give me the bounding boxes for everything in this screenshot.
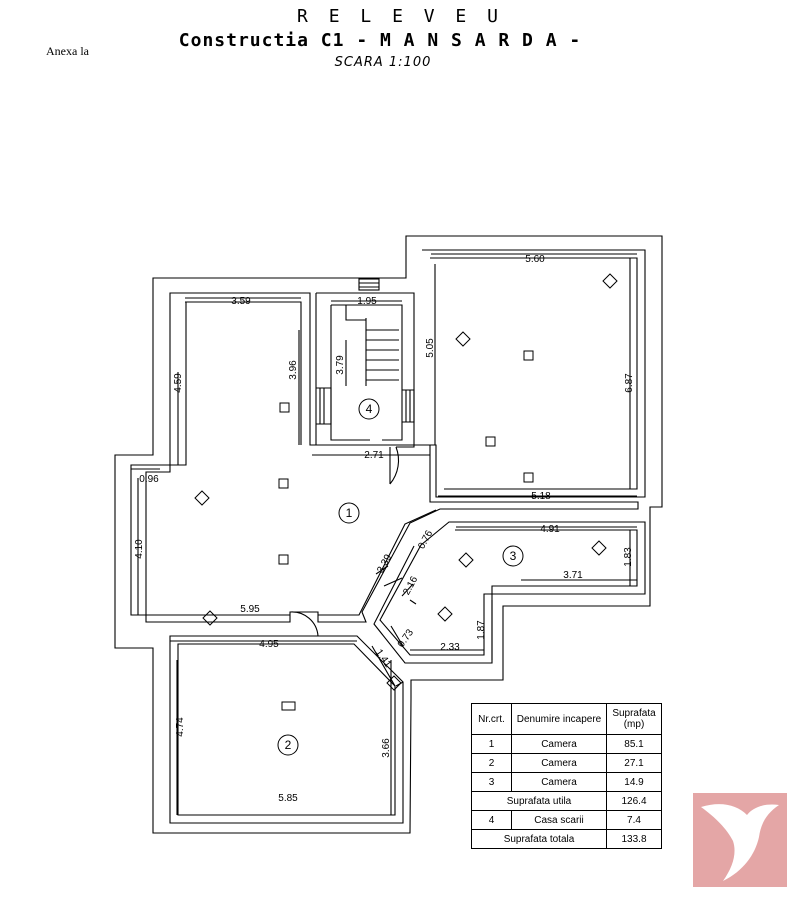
area-table: Nr.crt. Denumire incapere Suprafata (mp)… [471,703,662,849]
table-row: 3 Camera 14.9 [471,772,662,792]
table-cell: 3 [471,772,512,792]
dim-label: 5.05 [425,338,436,358]
dim-label: 2.71 [364,450,384,461]
table-header-cell: Denumire incapere [511,703,607,735]
dim-label: 0.96 [139,474,159,485]
table-cell: Camera [511,734,607,754]
table-row: Suprafata utila 126.4 [471,791,662,811]
dim-label: 3.39 [375,552,394,575]
dim-label: 4.74 [175,717,186,737]
room-3-wall [373,521,646,664]
table-header-cell: Nr.crt. [471,703,512,735]
dim-label: 4.95 [259,639,279,650]
dim-label: 3.96 [288,360,299,380]
room-3-label: 3 [510,549,517,563]
table-cell: Suprafata totala [471,829,607,849]
dim-label: 0.76 [416,528,435,551]
dim-label: 3.59 [231,296,251,307]
room-4-label: 4 [366,402,373,416]
dim-label: 2.16 [401,574,420,597]
dim-label: 3.79 [335,355,346,375]
table-cell: Camera [511,753,607,773]
table-cell: 2 [471,753,512,773]
table-cell: 1 [471,734,512,754]
dim-label: 4.59 [173,373,184,393]
dim-label: 2.33 [440,642,460,653]
table-cell: Suprafata utila [471,791,607,811]
dim-label: 5.60 [525,254,545,265]
table-cell: 14.9 [606,772,662,792]
table-header-row: Nr.crt. Denumire incapere Suprafata (mp) [471,703,662,735]
dim-label: 5.95 [240,604,260,615]
table-cell: 126.4 [606,791,662,811]
dim-label: 5.85 [278,793,298,804]
dim-label: 5.18 [531,491,551,502]
drawing-scale: SCARA 1:100 [334,55,432,70]
dim-label: 4.91 [540,524,560,535]
table-row: Suprafata totala 133.8 [471,829,662,849]
table-cell: 27.1 [606,753,662,773]
annex-label: Anexa la [46,44,89,58]
table-cell: 85.1 [606,734,662,754]
table-row: 4 Casa scarii 7.4 [471,810,662,830]
table-cell: 7.4 [606,810,662,830]
dim-label: 0.73 [396,627,416,650]
dim-label: 3.66 [381,738,392,758]
drawing-title: R E L E V E U [297,6,503,27]
table-cell: Camera [511,772,607,792]
room-2-wall [169,635,404,824]
stair-steps [345,305,399,386]
dim-label: 3.71 [563,570,583,581]
room-1-label: 1 [346,506,353,520]
chimney [358,278,380,291]
table-cell: 133.8 [606,829,662,849]
table-row: 1 Camera 85.1 [471,734,662,754]
table-cell: 4 [471,810,512,830]
dim-label: 1.83 [623,547,634,567]
dim-label: 6.87 [624,373,635,393]
dim-label: 1.87 [476,620,487,640]
room-2-label: 2 [285,738,292,752]
stair-house-wall [315,292,415,448]
bird-logo-icon [693,793,787,887]
table-cell: Casa scarii [511,810,607,830]
door-arc-1 [389,446,400,485]
drawing-subtitle: Constructia C1 - M A N S A R D A - [178,30,582,51]
door-arc-2 [289,611,319,637]
table-row: 2 Camera 27.1 [471,753,662,773]
outer-wall [114,235,663,834]
stair-windows [316,387,415,425]
dim-label: 1.95 [357,296,377,307]
dim-label: 4.10 [134,539,145,559]
table-header-cell: Suprafata (mp) [606,703,662,735]
